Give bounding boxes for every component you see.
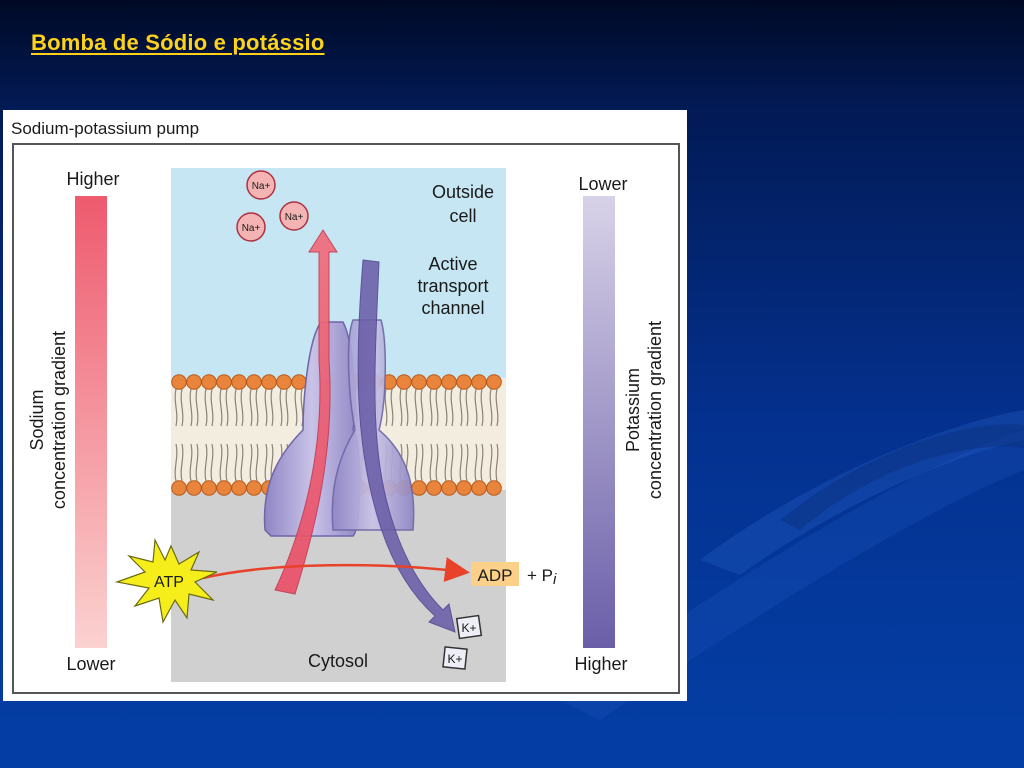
adp-label: ADP xyxy=(478,566,513,585)
svg-text:Na+: Na+ xyxy=(242,223,261,234)
sodium-gradient-bar xyxy=(75,196,107,648)
svg-text:K+: K+ xyxy=(461,621,476,635)
atp-burst: ATP xyxy=(114,537,218,624)
potassium-ion: K+ xyxy=(455,614,483,640)
sodium-ion: Na+ xyxy=(279,201,309,231)
atp-label: ATP xyxy=(154,574,184,591)
pi-label: + Pi xyxy=(527,566,557,588)
adp-highlight xyxy=(471,562,519,586)
sodium-gradient-caption-2: concentration gradient xyxy=(49,331,69,509)
svg-text:Na+: Na+ xyxy=(252,181,271,192)
potassium-gradient-bottom-label: Higher xyxy=(574,654,627,674)
cytosol-label: Cytosol xyxy=(308,651,368,671)
atp-energy-arrow xyxy=(202,557,470,582)
potassium-gradient-caption: Potassium xyxy=(623,368,643,452)
potassium-gradient-bar xyxy=(583,196,615,648)
potassium-gradient-caption-2: concentration gradient xyxy=(645,321,665,499)
sodium-potassium-pump-figure: Sodium-potassium pump Higher Lower Sodiu… xyxy=(3,110,687,701)
sodium-ion: Na+ xyxy=(236,212,266,242)
svg-text:K+: K+ xyxy=(447,652,462,666)
sodium-gradient-caption: Sodium xyxy=(27,389,47,450)
channel-label-3: channel xyxy=(421,298,484,318)
outside-cell-label: Outside xyxy=(432,182,494,202)
channel-label: Active xyxy=(428,254,477,274)
figure-title: Sodium-potassium pump xyxy=(11,119,199,138)
potassium-transport-arrow xyxy=(357,259,456,633)
sodium-transport-arrow xyxy=(274,229,338,595)
sodium-gradient-top-label: Higher xyxy=(66,169,119,189)
svg-text:Na+: Na+ xyxy=(285,212,304,223)
outside-cell-label-2: cell xyxy=(449,206,476,226)
channel-label-2: transport xyxy=(417,276,488,296)
potassium-gradient-top-label: Lower xyxy=(578,174,627,194)
sodium-ion: Na+ xyxy=(246,170,276,200)
potassium-ion: K+ xyxy=(442,646,468,670)
slide-title: Bomba de Sódio e potássio xyxy=(31,30,325,55)
sodium-gradient-bottom-label: Lower xyxy=(66,654,115,674)
